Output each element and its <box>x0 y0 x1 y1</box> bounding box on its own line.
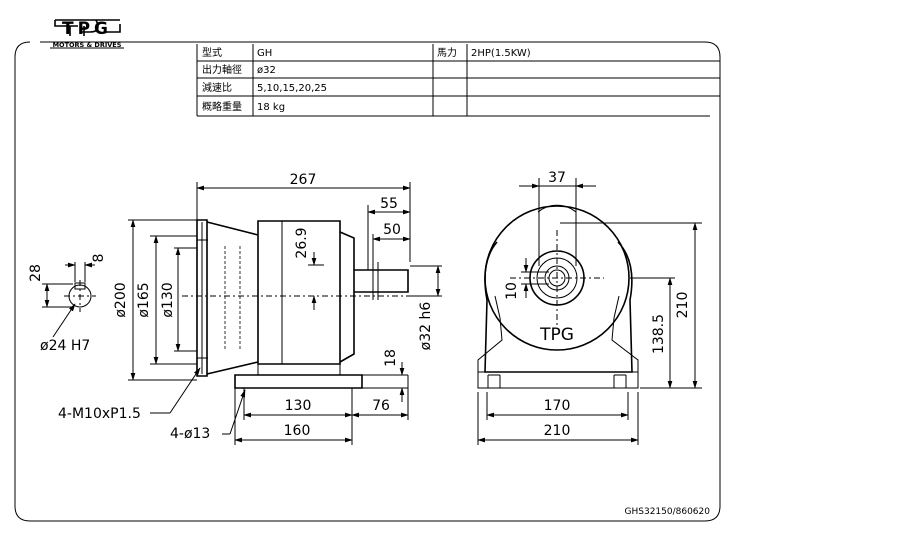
drawing-number: GHS32150/860620 <box>625 507 711 517</box>
dim-50: 50 <box>383 222 401 238</box>
dim-base-130: 130 <box>285 398 312 414</box>
logo-brand: TPG <box>62 19 112 39</box>
dim-width-210: 210 <box>544 423 571 439</box>
callout-base-bolts: 4-ø13 <box>170 426 210 442</box>
spec-label-model: 型式 <box>202 46 222 59</box>
spec-label-ratio: 減速比 <box>202 81 232 94</box>
logo-tagline: MOTORS & DRIVES <box>53 41 122 49</box>
dim-10: 10 <box>504 282 520 300</box>
dim-height-210: 210 <box>675 292 691 319</box>
dim-height-138-5: 138.5 <box>651 314 667 354</box>
dim-height-18: 18 <box>383 349 399 367</box>
dim-55: 55 <box>380 196 398 212</box>
dim-shaft-dia: ø32 h6 <box>418 302 434 351</box>
front-view: TPG 37 10 210 138.5 170 210 <box>477 170 702 445</box>
dim-26-9: 26.9 <box>294 227 310 258</box>
spec-value-shaft: ø32 <box>257 65 276 76</box>
side-view: 267 55 50 26.9 ø200 ø165 ø130 ø3 <box>58 172 442 445</box>
spec-value-weight: 18 kg <box>257 102 285 113</box>
callout-flange-bolts: 4-M10xP1.5 <box>58 406 141 422</box>
sheet-border <box>14 41 721 522</box>
dim-37: 37 <box>548 170 566 186</box>
spec-table: 型式 GH 出力軸徑 ø32 減速比 5,10,15,20,25 概略重量 18… <box>196 44 720 117</box>
dim-width-170: 170 <box>544 398 571 414</box>
spec-value-power: 2HP(1.5KW) <box>471 48 531 59</box>
keyway-bore: ø24 H7 <box>40 338 90 354</box>
spec-value-model: GH <box>257 48 272 59</box>
keyway-depth: 28 <box>28 264 44 282</box>
spec-value-ratio: 5,10,15,20,25 <box>257 83 327 94</box>
dim-length-267: 267 <box>290 172 317 188</box>
dim-dia-165: ø165 <box>136 282 152 317</box>
spec-label-weight: 概略重量 <box>202 100 242 113</box>
dim-base-160: 160 <box>284 423 311 439</box>
dim-dia-200: ø200 <box>113 282 129 317</box>
keyway-detail: 8 28 ø24 H7 <box>28 254 107 354</box>
keyway-width: 8 <box>91 254 107 263</box>
dim-dia-130: ø130 <box>160 282 176 317</box>
tpg-logo: TPG MOTORS & DRIVES <box>50 19 124 49</box>
front-label-tpg: TPG <box>539 325 574 345</box>
spec-label-shaft: 出力軸徑 <box>202 63 242 76</box>
dim-base-76: 76 <box>372 398 390 414</box>
spec-label-power: 馬力 <box>437 46 457 59</box>
